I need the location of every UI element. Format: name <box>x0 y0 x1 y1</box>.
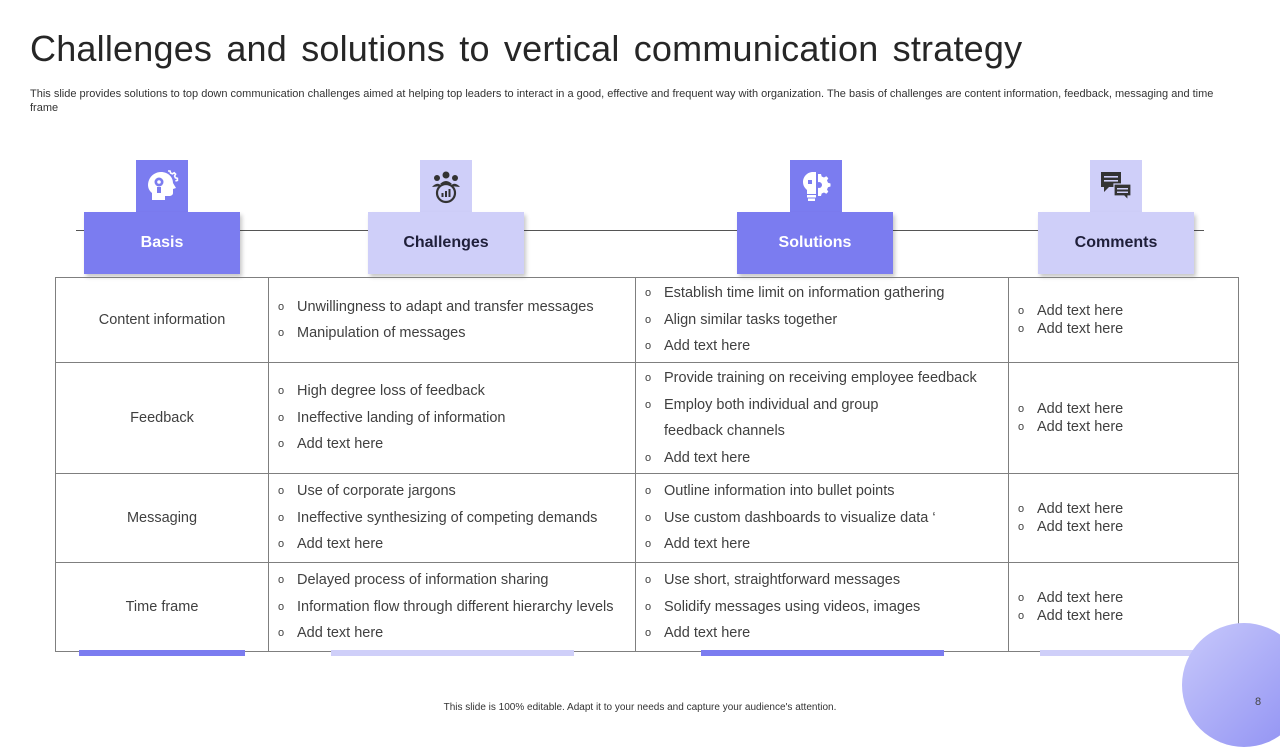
list-item: Add text here <box>1018 589 1230 607</box>
solutions-cell: Outline information into bullet points U… <box>635 473 1009 563</box>
list-item: Align similar tasks together <box>645 307 1000 334</box>
list-item: Provide training on receiving employee f… <box>645 365 1000 392</box>
basis-cell: Content information <box>55 277 269 363</box>
accent-bar-solutions <box>701 650 944 656</box>
challenges-cell: Use of corporate jargons Ineffective syn… <box>268 473 636 563</box>
list-item: Outline information into bullet points <box>645 478 1000 505</box>
list-item: Add text here <box>1018 320 1230 338</box>
list-item: Add text here <box>1018 302 1230 320</box>
list-item: Use of corporate jargons <box>278 478 627 505</box>
team-growth-icon <box>420 160 472 212</box>
list-item: Ineffective landing of information <box>278 405 627 432</box>
challenges-cell: Unwillingness to adapt and transfer mess… <box>268 277 636 363</box>
list-item: High degree loss of feedback <box>278 378 627 405</box>
strategy-table: Content information Unwillingness to ada… <box>55 277 1239 652</box>
list-item: Information flow through different hiera… <box>278 594 627 621</box>
list-item: Solidify messages using videos, images <box>645 594 1000 621</box>
table-row: Time frame Delayed process of informatio… <box>55 562 1239 652</box>
bulb-gear-icon <box>790 160 842 212</box>
header-connector-line <box>76 230 1204 231</box>
accent-bar-comments <box>1040 650 1206 656</box>
table-row: Feedback High degree loss of feedback In… <box>55 362 1239 474</box>
comments-cell: Add text here Add text here <box>1008 362 1239 474</box>
list-item: Use short, straightforward messages <box>645 567 1000 594</box>
accent-bar-basis <box>79 650 245 656</box>
accent-bar-challenges <box>331 650 574 656</box>
list-item: Add text here <box>278 531 627 558</box>
list-item: Establish time limit on information gath… <box>645 280 1000 307</box>
list-item: Add text here <box>645 445 1000 472</box>
list-item: Ineffective synthesizing of competing de… <box>278 505 627 532</box>
basis-cell: Messaging <box>55 473 269 563</box>
challenges-cell: Delayed process of information sharing I… <box>268 562 636 652</box>
header-basis: Basis <box>84 212 240 274</box>
comments-cell: Add text here Add text here <box>1008 473 1239 563</box>
slide-title: Challenges and solutions to vertical com… <box>30 28 1023 69</box>
solutions-cell: Establish time limit on information gath… <box>635 277 1009 363</box>
solutions-cell: Provide training on receiving employee f… <box>635 362 1009 474</box>
comments-cell: Add text here Add text here <box>1008 277 1239 363</box>
list-item: Unwillingness to adapt and transfer mess… <box>278 294 627 321</box>
list-item: Add text here <box>645 333 1000 360</box>
list-item: Delayed process of information sharing <box>278 567 627 594</box>
list-item: Add text here <box>1018 400 1230 418</box>
list-item: Add text here <box>1018 500 1230 518</box>
list-item-continuation: feedback channels <box>664 423 785 439</box>
table-row: Content information Unwillingness to ada… <box>55 277 1239 363</box>
list-item: Add text here <box>1018 518 1230 536</box>
comments-cell: Add text here Add text here <box>1008 562 1239 652</box>
list-item: Add text here <box>278 620 627 647</box>
slide-subtitle: This slide provides solutions to top dow… <box>30 88 1214 114</box>
header-solutions: Solutions <box>737 212 893 274</box>
header-comments: Comments <box>1038 212 1194 274</box>
list-item: Add text here <box>278 431 627 458</box>
solutions-cell: Use short, straightforward messages Soli… <box>635 562 1009 652</box>
basis-cell: Feedback <box>55 362 269 474</box>
slide-footer: This slide is 100% editable. Adapt it to… <box>443 702 837 713</box>
header-challenges: Challenges <box>368 212 524 274</box>
list-item: Add text here <box>645 620 1000 647</box>
challenges-cell: High degree loss of feedback Ineffective… <box>268 362 636 474</box>
list-item: Add text here <box>1018 418 1230 436</box>
chat-bubbles-icon <box>1090 160 1142 212</box>
table-row: Messaging Use of corporate jargons Ineff… <box>55 473 1239 563</box>
list-item: Add text here <box>1018 607 1230 625</box>
basis-cell: Time frame <box>55 562 269 652</box>
head-gears-icon <box>136 160 188 212</box>
list-item: Use custom dashboards to visualize data … <box>645 505 1000 532</box>
page-number: 8 <box>1255 696 1262 708</box>
list-item: Employ both individual and group <box>645 392 1000 419</box>
list-item: Manipulation of messages <box>278 320 627 347</box>
list-item: Add text here <box>645 531 1000 558</box>
